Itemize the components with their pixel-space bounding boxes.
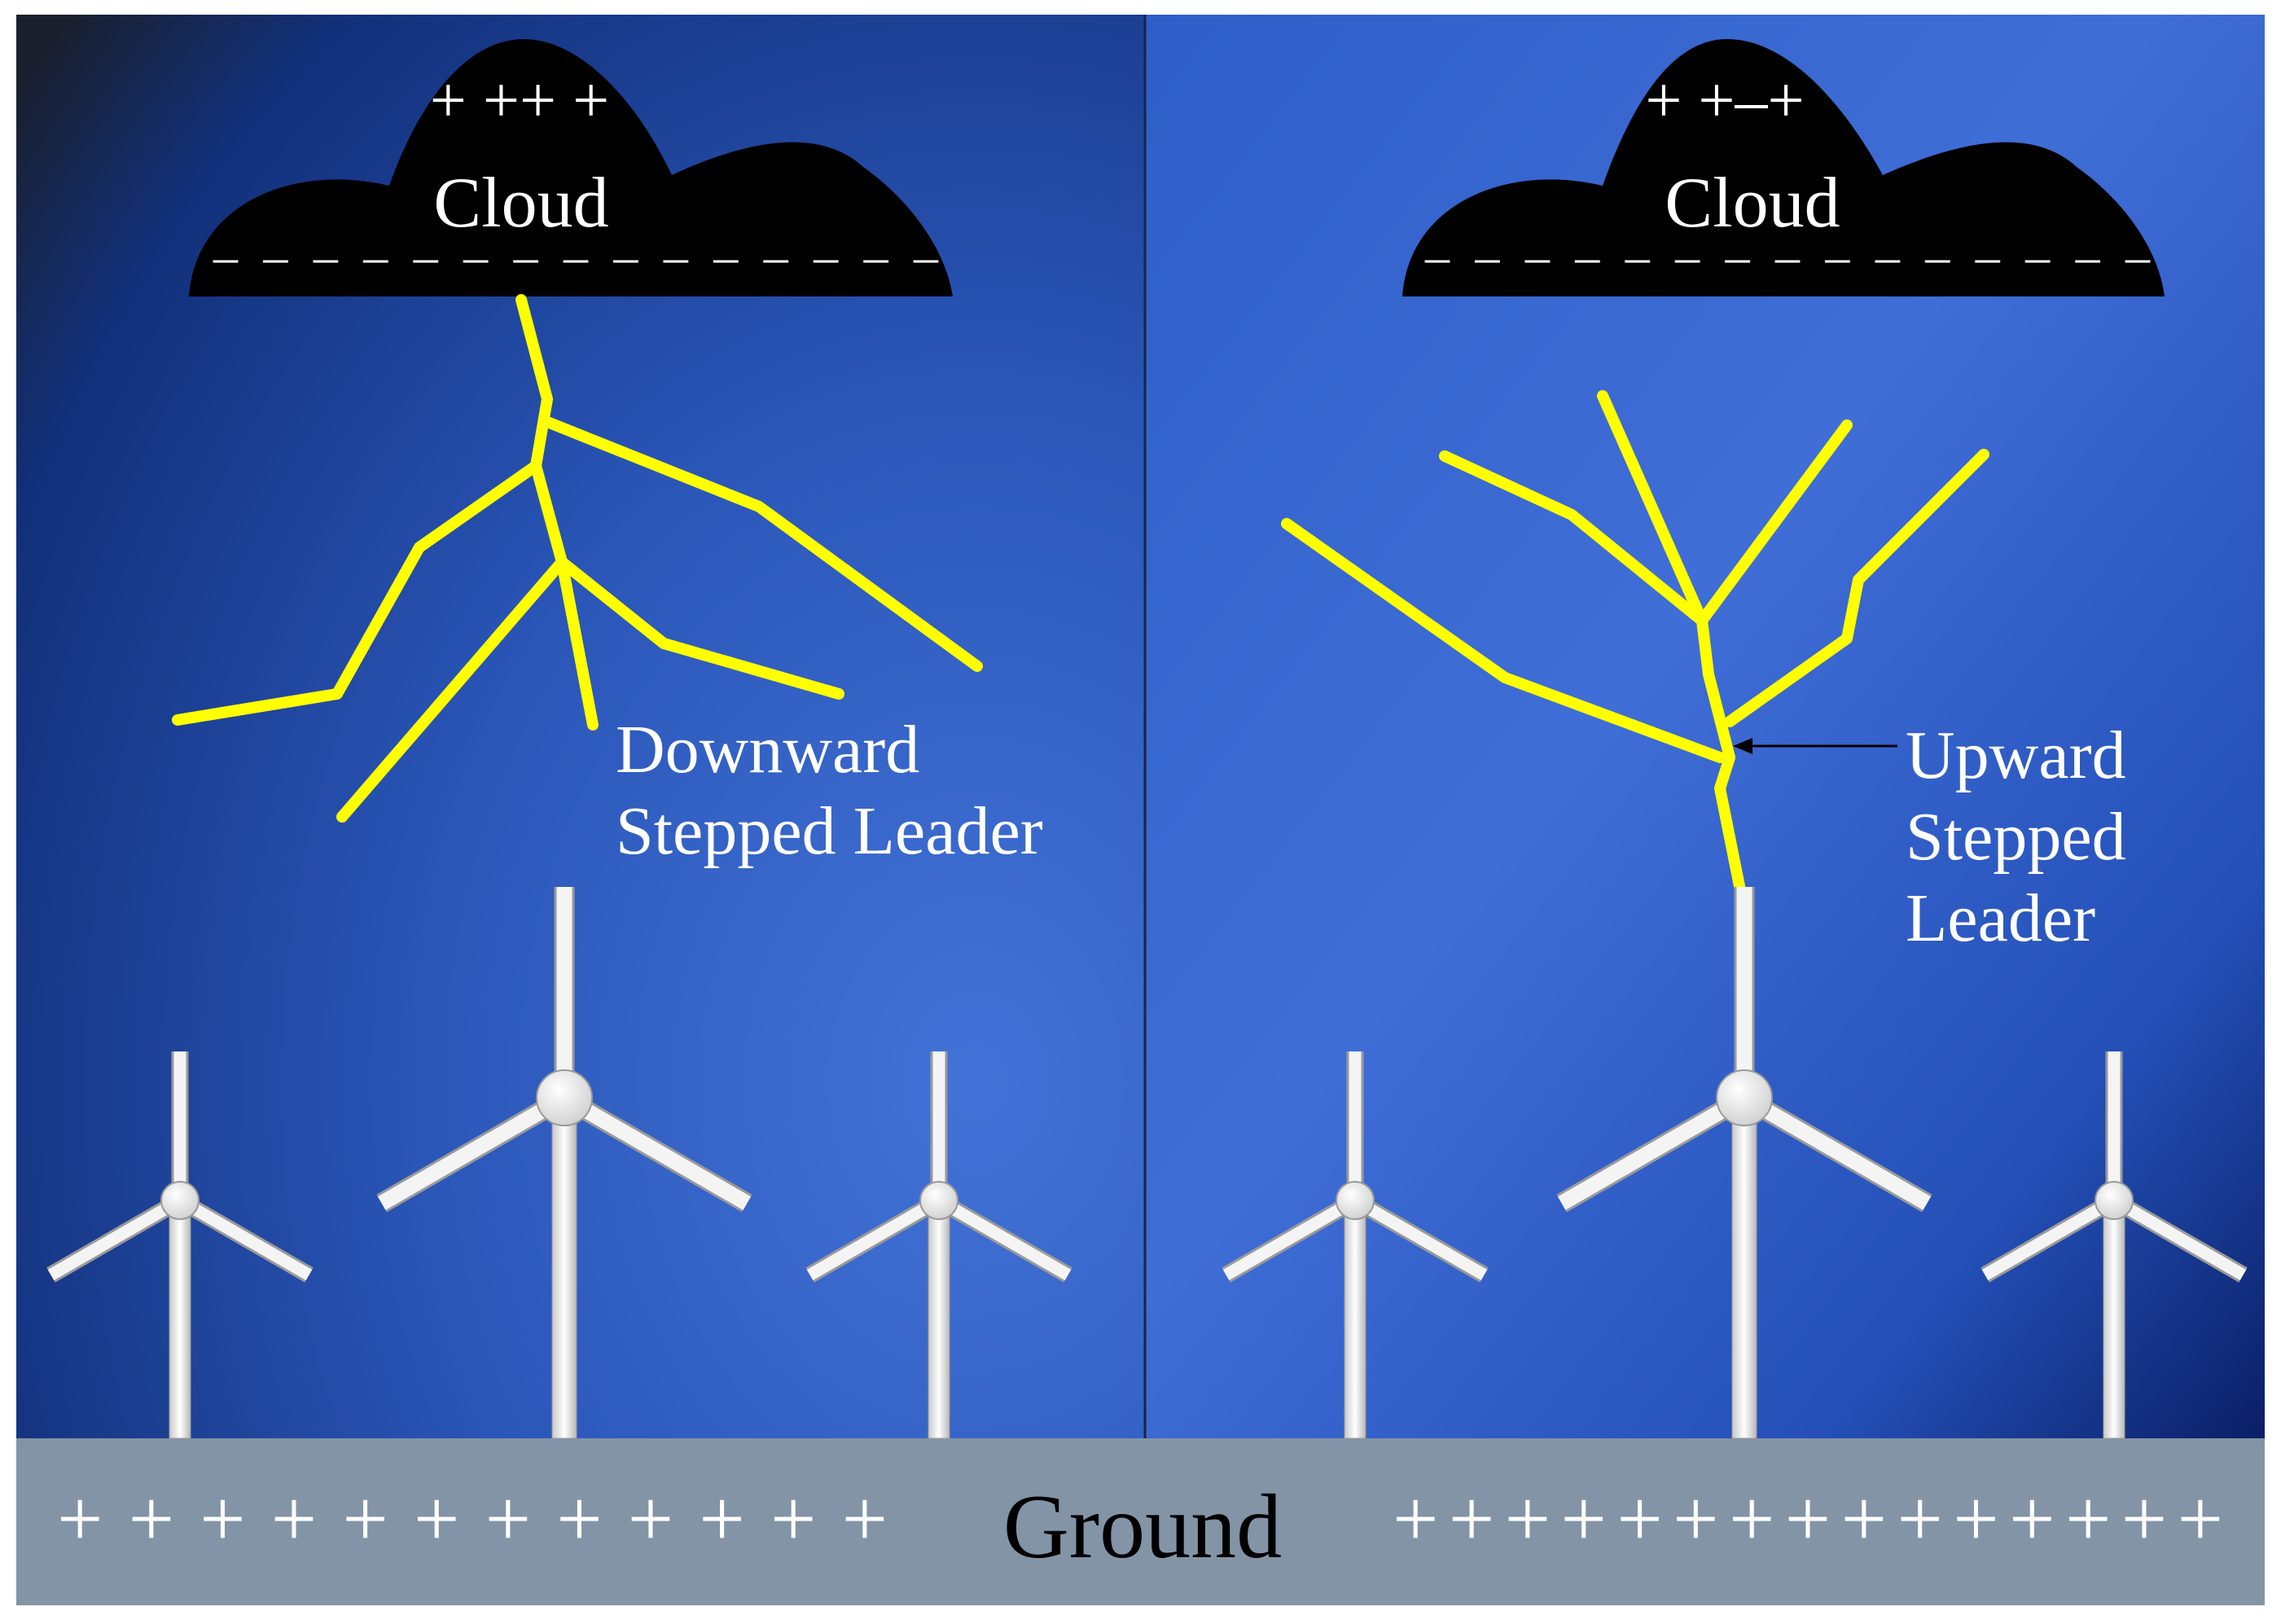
turbine-right-2-blade-2-face [1557, 1091, 1748, 1210]
left-cloud-top-charges: + ++ + [430, 65, 609, 137]
turbine-right-3-blade-3-face [2111, 1195, 2247, 1280]
turbine-left-3 [805, 1051, 1073, 1439]
right-cloud: + +–+ Cloud – – – – – – – – – – – – – – … [1402, 38, 2165, 297]
upward-leader-label-line3: Leader [1906, 880, 2095, 956]
ground-right-charges: + + + + + + + + + + + + + + + [1393, 1473, 2223, 1564]
turbine-left-2-blade-2-face [377, 1091, 568, 1210]
turbine-right-2 [1556, 887, 1932, 1439]
ground-strip [16, 1438, 2265, 1605]
downward-leader-label-line2: Stepped Leader [616, 793, 1043, 869]
turbine-right-1 [1222, 1051, 1489, 1439]
turbine-right-3-tower [2103, 1200, 2125, 1439]
turbine-left-1 [46, 1051, 314, 1439]
turbine-right-2-hub [1716, 1069, 1773, 1126]
turbine-right-2-blade-3-face [1740, 1091, 1932, 1210]
turbine-right-1-blade-2-face [1222, 1195, 1358, 1280]
right-cloud-top-charges: + +–+ [1645, 65, 1804, 137]
turbine-right-3-hub [2095, 1181, 2134, 1220]
upward-stepped-leader [1281, 390, 1989, 900]
turbine-right-1-blade-3-face [1352, 1195, 1488, 1280]
turbine-left-3-blade-3-face [936, 1195, 1072, 1280]
turbine-left-1-tower [169, 1200, 191, 1439]
turbine-left-1-blade-2-face [47, 1195, 183, 1280]
upward-leader-label-line1: Upward [1906, 718, 2126, 793]
turbine-left-2-tower [551, 1097, 577, 1439]
turbine-right-1-tower [1344, 1200, 1366, 1439]
turbine-left-3-blade-2-face [806, 1195, 942, 1280]
turbine-right-2-tower [1731, 1097, 1757, 1439]
turbine-right-3 [1981, 1051, 2248, 1439]
ground-label: Ground [1003, 1477, 1282, 1578]
left-cloud: + ++ + Cloud – – – – – – – – – – – – – –… [189, 38, 953, 297]
right-cloud-label: Cloud [1665, 164, 1840, 243]
turbine-right-3-blade-2-face [1981, 1195, 2117, 1280]
turbine-left-1-blade-3-face [177, 1195, 313, 1280]
left-cloud-bottom-charges: – – – – – – – – – – – – – – – [213, 230, 939, 283]
turbine-right-1-hub [1336, 1181, 1375, 1220]
turbine-left-3-hub [919, 1181, 958, 1220]
turbine-left-3-tower [928, 1200, 950, 1439]
wind-turbines [46, 887, 2248, 1439]
turbine-left-2 [376, 887, 752, 1439]
ground-left-charges: + + + + + + + + + + + + [57, 1473, 888, 1564]
turbine-left-1-hub [160, 1181, 200, 1220]
downward-stepped-leader [172, 294, 983, 823]
upward-leader-pointer [1733, 738, 1897, 754]
turbine-left-2-blade-3-face [560, 1091, 752, 1210]
left-cloud-label: Cloud [433, 164, 608, 243]
downward-leader-label-line1: Downward [616, 712, 919, 788]
upward-leader-label-line2: Stepped [1906, 799, 2126, 875]
turbine-left-2-hub [536, 1069, 593, 1126]
right-cloud-bottom-charges: – – – – – – – – – – – – – – – [1424, 230, 2151, 283]
